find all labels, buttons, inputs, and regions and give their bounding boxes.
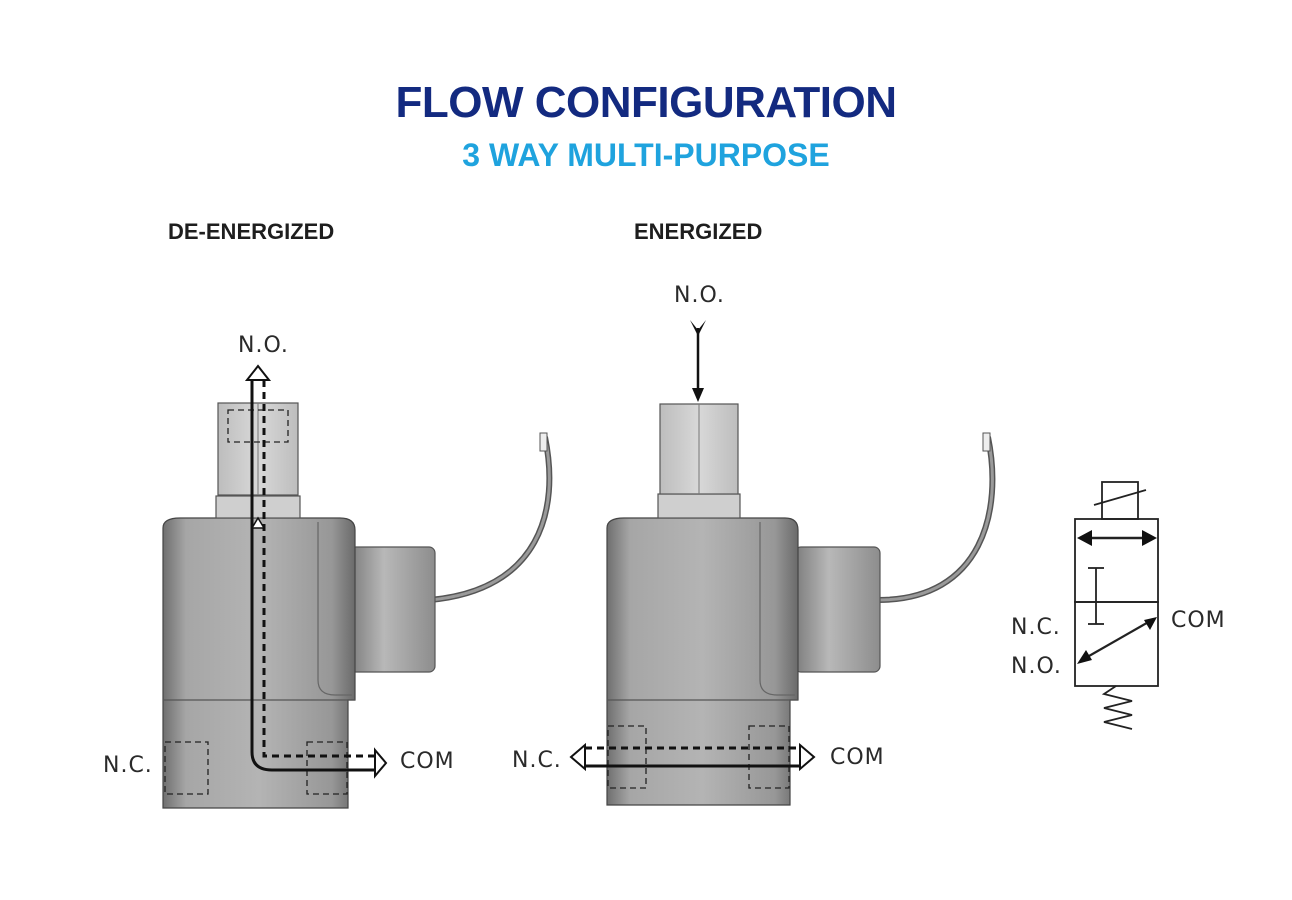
arrow-left-icon [569, 742, 586, 772]
arrow-right-icon [374, 747, 388, 779]
valve-body [606, 517, 799, 806]
de-com-port-label: COM [400, 749, 455, 774]
arrow-down-icon [692, 388, 704, 402]
de-energized-valve [162, 364, 553, 809]
schematic-no-label: N.O. [1011, 654, 1062, 679]
coil-connector [794, 546, 881, 673]
energized-valve [569, 320, 996, 806]
arrow-right-icon [799, 742, 816, 772]
en-com-port-label: COM [830, 745, 885, 770]
page-title: FLOW CONFIGURATION [395, 78, 898, 127]
valve-schematic [1074, 481, 1159, 730]
base-nut [657, 493, 741, 519]
wire [877, 436, 996, 603]
coil-connector [349, 546, 436, 673]
base-nut [215, 495, 301, 519]
de-energized-label: DE-ENERGIZED [168, 219, 335, 244]
schematic-com-label: COM [1171, 608, 1226, 633]
page-subtitle: 3 WAY MULTI-PURPOSE [462, 137, 830, 173]
flow-path-solid [250, 380, 375, 772]
arrow-up-icon [244, 364, 272, 381]
en-nc-port-label: N.C. [512, 748, 562, 773]
wire [429, 436, 553, 603]
energized-label: ENERGIZED [634, 219, 763, 244]
valve-body [162, 517, 356, 809]
en-no-port-label: N.O. [674, 283, 725, 308]
de-nc-port-label: N.C. [103, 753, 153, 778]
schematic-nc-label: N.C. [1011, 615, 1061, 640]
flow-path-dashed [262, 380, 375, 758]
spring-symbol [1101, 685, 1133, 730]
de-no-port-label: N.O. [238, 333, 289, 358]
